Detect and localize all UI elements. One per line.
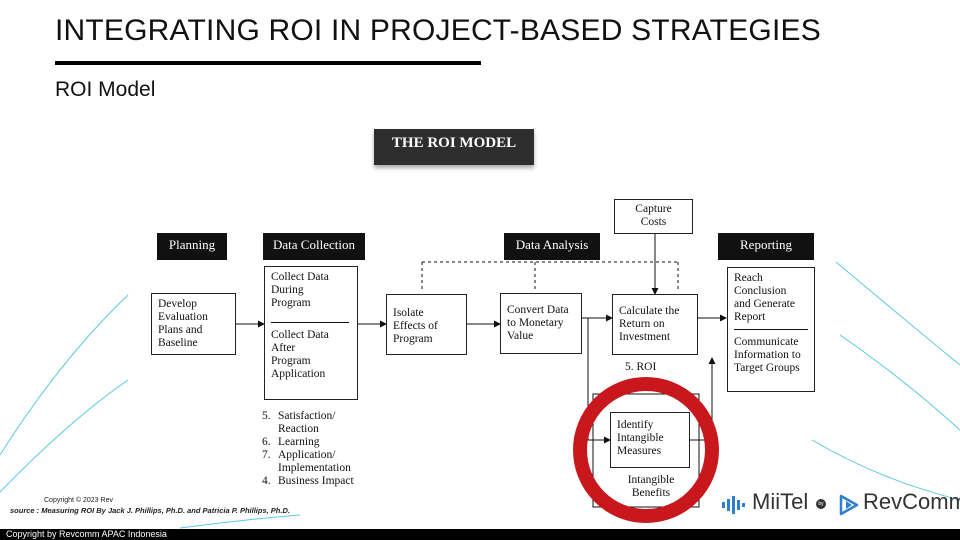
develop-plans-box: Develop Evaluation Plans and Baseline: [151, 293, 236, 355]
level-text: Application/Implementation: [278, 449, 351, 475]
reach-line-4: Report: [734, 311, 766, 323]
reporting-box: Reach Conclusion and Generate Report Com…: [727, 267, 815, 392]
collect-divider: [271, 322, 349, 323]
page-title: INTEGRATING ROI IN PROJECT-BASED STRATEG…: [55, 14, 821, 47]
identify-line-1: Identify: [617, 419, 654, 431]
level-text: Satisfaction/Reaction: [278, 410, 336, 436]
source-citation: source : Measuring ROI By Jack J. Philli…: [10, 506, 290, 515]
convert-line-3: Value: [507, 330, 534, 342]
collect-during-line-2: During: [271, 284, 304, 296]
revcomm-logo-icon: [839, 494, 859, 516]
stage-data-analysis: Data Analysis: [504, 233, 600, 260]
intangible-benefits-label: Intangible Benefits: [620, 474, 682, 500]
convert-data-box: Convert Data to Monetary Value: [500, 293, 582, 354]
collect-after-line-2: After: [271, 342, 296, 354]
small-copyright: Copyright © 2023 Rev: [44, 497, 113, 504]
collect-during-line-3: Program: [271, 297, 311, 309]
intangible-benefits-line-1: Intangible: [627, 474, 675, 486]
communicate-line-1: Communicate: [734, 336, 799, 348]
isolate-effects-box: Isolate Effects of Program: [386, 294, 467, 355]
level-text-line: Business Impact: [278, 475, 354, 487]
collect-during-line-1: Collect Data: [271, 271, 329, 283]
capture-costs-box: Capture Costs: [614, 199, 693, 234]
level-item: 7. Application/Implementation: [262, 449, 372, 475]
develop-line-1: Develop: [158, 298, 197, 310]
calculate-line-1: Calculate the: [619, 305, 680, 317]
reach-line-1: Reach: [734, 272, 763, 284]
level-text-line: Implementation: [278, 462, 351, 474]
level-item: 6. Learning: [262, 436, 372, 449]
convert-line-1: Convert Data: [507, 304, 569, 316]
level-text-line: Reaction: [278, 423, 319, 435]
reach-line-3: and Generate: [734, 298, 795, 310]
level-text-line: Learning: [278, 436, 320, 448]
stage-data-collection: Data Collection: [263, 233, 365, 260]
develop-line-4: Baseline: [158, 337, 198, 349]
isolate-line-2: Effects of: [393, 320, 438, 332]
calculate-roi-box: Calculate the Return on Investment: [612, 294, 698, 355]
by-badge: by: [816, 499, 826, 509]
roi-level-label: 5. ROI: [625, 361, 657, 373]
identify-line-2: Intangible: [617, 432, 664, 444]
roi-model-heading: THE ROI MODEL: [374, 129, 534, 165]
communicate-line-3: Target Groups: [734, 362, 800, 374]
calculate-line-3: Investment: [619, 331, 671, 343]
develop-line-2: Evaluation: [158, 311, 208, 323]
capture-costs-line-1: Capture: [635, 203, 672, 215]
page-subtitle: ROI Model: [55, 78, 156, 101]
intangible-benefits-line-2: Benefits: [631, 487, 671, 499]
level-text-line: Application/: [278, 449, 336, 461]
level-number: 6.: [262, 436, 271, 448]
level-number: 5.: [262, 410, 271, 422]
levels-list: 5. Satisfaction/Reaction 6. Learning 7. …: [262, 410, 372, 488]
identify-intangible-box: Identify Intangible Measures: [610, 412, 690, 468]
miitel-logo-icon: [722, 496, 745, 514]
reach-line-2: Conclusion: [734, 285, 787, 297]
collect-after-line-4: Application: [271, 368, 326, 380]
footer-bar: Copyright by Revcomm APAC Indonesia: [0, 529, 960, 540]
level-number: 7.: [262, 449, 271, 461]
convert-line-2: to Monetary: [507, 317, 564, 329]
title-underline: [55, 61, 481, 65]
develop-line-3: Plans and: [158, 324, 203, 336]
collect-data-box: Collect Data During Program Collect Data…: [264, 266, 358, 400]
isolate-line-1: Isolate: [393, 307, 424, 319]
reporting-divider: [734, 329, 808, 330]
capture-costs-line-2: Costs: [640, 216, 667, 228]
level-item: 5. Satisfaction/Reaction: [262, 410, 372, 436]
calculate-line-2: Return on: [619, 318, 665, 330]
collect-after-line-1: Collect Data: [271, 329, 329, 341]
level-text-line: Satisfaction/: [278, 410, 336, 422]
stage-planning: Planning: [157, 233, 227, 260]
identify-line-3: Measures: [617, 445, 662, 457]
miitel-logo: MiiTel: [752, 489, 809, 514]
communicate-line-2: Information to: [734, 349, 801, 361]
isolate-line-3: Program: [393, 333, 433, 345]
level-number: 4.: [262, 475, 271, 487]
collect-after-line-3: Program: [271, 355, 311, 367]
level-item: 4. Business Impact: [262, 475, 372, 488]
stage-reporting: Reporting: [718, 233, 814, 260]
revcomm-logo: RevComm: [863, 489, 960, 514]
footer-copyright: Copyright by Revcomm APAC Indonesia: [6, 529, 167, 539]
